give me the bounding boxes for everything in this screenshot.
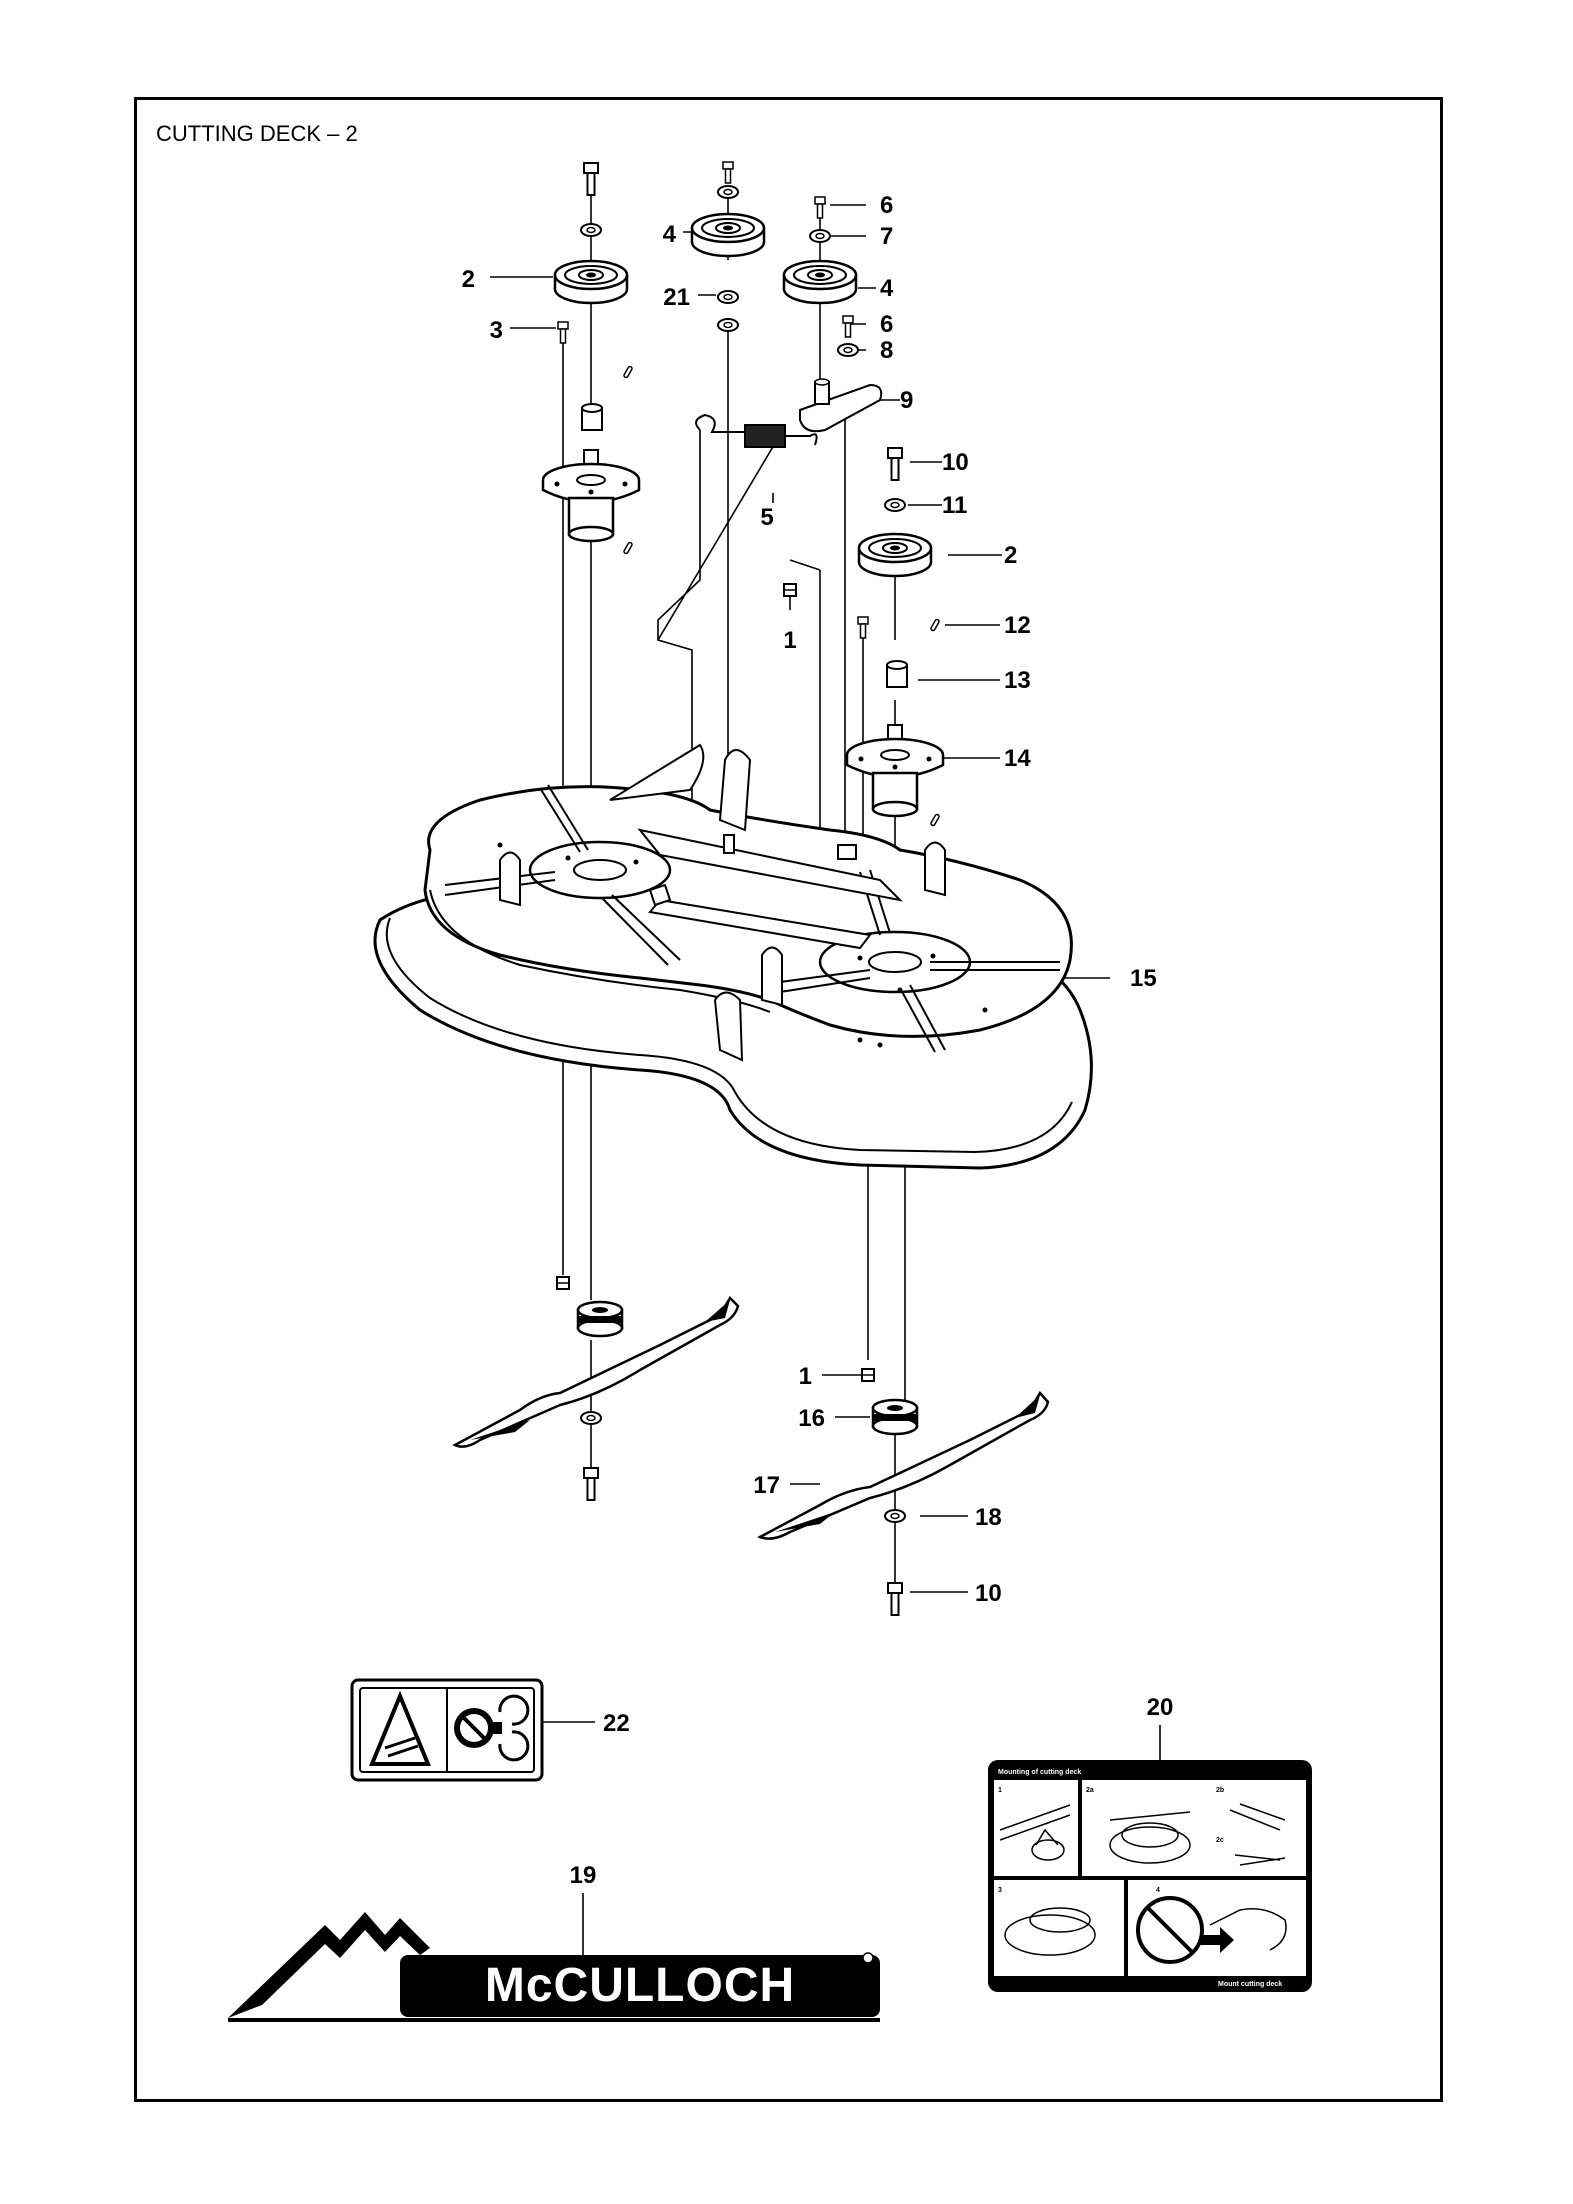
nut-1-bottom (861, 1368, 875, 1382)
decal-step-4: 4 (1156, 1887, 1160, 1894)
callout-12: 12 (1004, 612, 1031, 639)
callout-labels: 2 3 4 21 5 6 7 4 6 8 9 10 11 2 12 13 14 … (462, 192, 1174, 1889)
callout-18: 18 (975, 1504, 1002, 1531)
bolt-10-top (887, 447, 903, 481)
callout-21: 21 (663, 284, 690, 311)
callout-6-lower: 6 (880, 311, 893, 338)
callout-4-right: 4 (880, 275, 894, 302)
spindle-14 (845, 723, 945, 818)
right-stack (782, 196, 945, 1616)
callout-3: 3 (490, 317, 503, 344)
mountain-logo-icon (228, 1912, 430, 2018)
decal-step-2b: 2b (1216, 1787, 1224, 1794)
bolt-3 (557, 321, 569, 344)
callout-5: 5 (760, 504, 773, 531)
key-right-lower (929, 813, 941, 827)
decal-step-2c: 2c (1216, 1837, 1224, 1844)
decal-step-2a: 2a (1086, 1787, 1094, 1794)
blade-left (452, 1295, 740, 1448)
washer-center (717, 185, 739, 199)
center-idler-stack (690, 161, 818, 597)
idler-pulley-left (690, 212, 766, 258)
callout-19: 19 (570, 1862, 597, 1889)
washer-center-low (717, 318, 739, 332)
bolt-right-upper (857, 616, 869, 639)
bolt-6-top (814, 196, 826, 219)
bolt-6-lower (842, 315, 854, 338)
callout-10-top: 10 (942, 449, 969, 476)
nut-left (556, 1276, 570, 1290)
decal-step-1: 1 (998, 1787, 1002, 1794)
decal-footer: Mount cutting deck (1218, 1981, 1282, 1988)
callout-14: 14 (1004, 745, 1031, 772)
callout-6-top: 6 (880, 192, 893, 219)
washer-7 (809, 229, 831, 243)
callout-10-bottom: 10 (975, 1580, 1002, 1607)
callout-13: 13 (1004, 667, 1031, 694)
washer-11 (884, 498, 906, 512)
key-left-upper (622, 365, 634, 379)
decal-step-3: 3 (998, 1887, 1002, 1894)
leader-lines (490, 204, 1161, 1955)
bearing-16 (871, 1398, 919, 1436)
callout-4-left: 4 (663, 221, 677, 248)
callout-1-bottom: 1 (799, 1363, 812, 1390)
warning-decal-22 (350, 1678, 544, 1782)
blade-right (757, 1390, 1050, 1540)
idler-arm-9 (799, 383, 883, 433)
callout-1-top: 1 (783, 627, 796, 654)
bolt-10-bottom (887, 1582, 903, 1616)
page-title: CUTTING DECK – 2 (156, 121, 358, 146)
spindle-left (541, 448, 641, 543)
nut-1-top (783, 583, 797, 597)
callout-17: 17 (753, 1472, 780, 1499)
key-12 (929, 618, 941, 632)
left-spindle-stack (541, 162, 641, 1501)
callout-8: 8 (880, 337, 893, 364)
callout-16: 16 (798, 1405, 825, 1432)
callout-15: 15 (1130, 965, 1157, 992)
callout-9: 9 (900, 387, 913, 414)
instruction-decal-20: Mounting of cutting deck 1 2a 2b 2c 3 4 … (988, 1760, 1312, 1992)
bolt-left-top (583, 162, 599, 196)
washer-left-bottom (580, 1411, 602, 1425)
washer-8 (837, 343, 859, 357)
page-frame (134, 97, 1443, 2102)
washer-left-top (580, 223, 602, 237)
mcculloch-logo: McCULLOCH (228, 1912, 880, 2022)
brand-wordmark: McCULLOCH (485, 1959, 795, 2012)
pulley-right (857, 532, 933, 578)
bolt-left-bottom (583, 1467, 599, 1501)
cutting-deck-housing (373, 743, 1093, 1170)
callout-22: 22 (603, 1710, 630, 1737)
bearing-left (576, 1300, 624, 1338)
callout-2-right: 2 (1004, 542, 1017, 569)
arrow-icon (1200, 1927, 1234, 1953)
tension-spring (744, 424, 786, 448)
callout-7: 7 (880, 223, 893, 250)
decal-heading: Mounting of cutting deck (998, 1769, 1081, 1776)
key-left-lower (622, 541, 634, 555)
callout-2-left: 2 (462, 266, 475, 293)
callout-20: 20 (1147, 1694, 1174, 1721)
pulley-left (553, 259, 629, 305)
bolt-center (722, 161, 734, 184)
callout-11: 11 (942, 492, 967, 519)
washer-21 (717, 290, 739, 304)
washer-18 (884, 1509, 906, 1523)
idler-pulley-right (782, 259, 858, 305)
